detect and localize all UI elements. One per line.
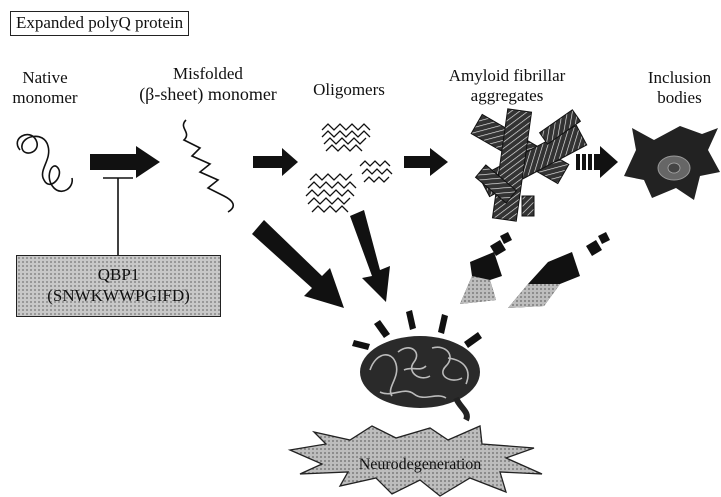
inhibition-bar	[103, 178, 133, 255]
arrow-amyloid-to-inclusion	[576, 146, 618, 178]
arrow-misfolded-to-oligomers	[253, 148, 298, 176]
arrow-native-to-misfolded	[90, 146, 160, 178]
arrow-oligomers-to-brain	[350, 210, 390, 302]
random-coil-icon	[17, 135, 72, 192]
arrow-amyloid-to-brain	[460, 232, 512, 304]
outcome-label: Neurodegeneration	[290, 456, 550, 474]
neuron-cell-icon	[624, 126, 720, 200]
arrow-oligomers-to-amyloid	[404, 148, 448, 176]
arrow-inclusion-to-brain	[508, 232, 610, 308]
arrow-misfolded-to-brain	[252, 220, 344, 308]
oligomer-cluster-icon	[306, 124, 392, 212]
brain-icon	[360, 336, 480, 420]
fibril-aggregate-icon	[471, 109, 587, 221]
zigzag-chain-icon	[183, 120, 233, 212]
